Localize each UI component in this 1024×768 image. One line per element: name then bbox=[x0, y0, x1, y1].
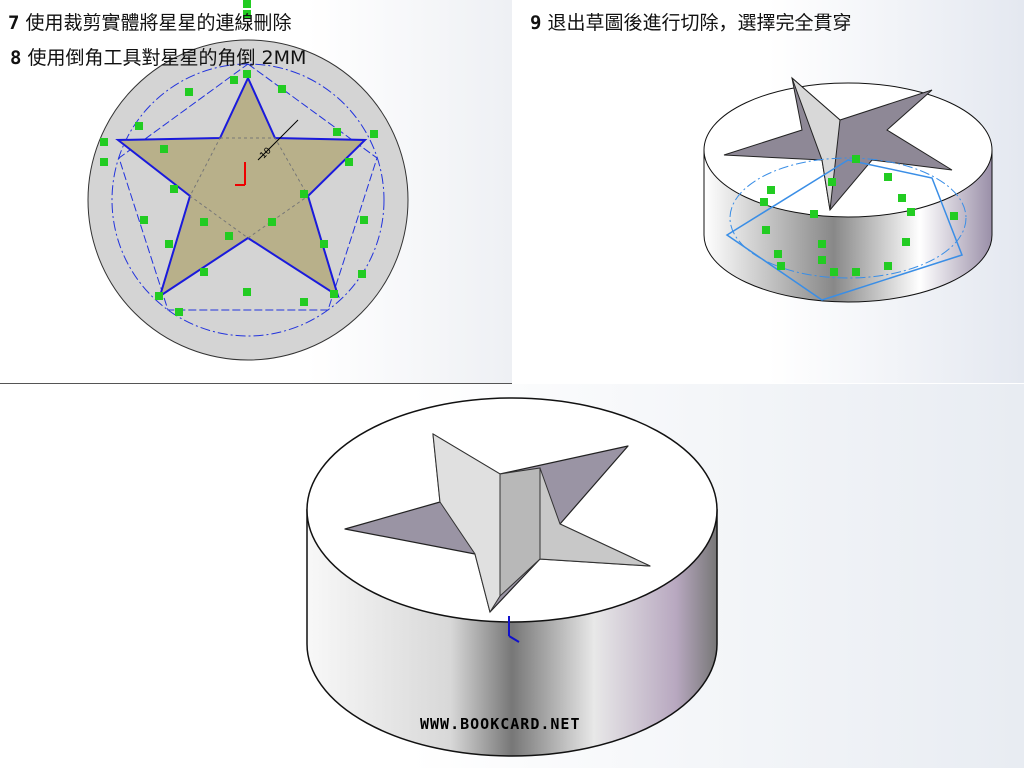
inner-pentagon bbox=[189, 137, 309, 239]
dimension-line bbox=[257, 119, 299, 161]
star-cut-preview bbox=[723, 76, 953, 212]
sketch-circle-preview bbox=[729, 157, 967, 279]
step-number: 8 bbox=[10, 47, 22, 69]
step-text: 使用裁剪實體將星星的連線刪除 bbox=[25, 12, 292, 34]
step-number: 7 bbox=[8, 12, 20, 34]
relation-badges-preview bbox=[760, 155, 958, 276]
construction-circle bbox=[111, 63, 385, 337]
cut-preview-view bbox=[703, 76, 993, 303]
step-text: 使用倒角工具對星星的角倒 2MM bbox=[27, 47, 307, 69]
star-wall-right bbox=[539, 467, 651, 567]
step-number: 9 bbox=[530, 12, 542, 34]
step-text: 退出草圖後進行切除，選擇完全貫穿 bbox=[547, 12, 852, 34]
sketch-star-preview bbox=[725, 159, 963, 301]
relation-badges bbox=[100, 0, 378, 316]
final-model-view bbox=[306, 397, 718, 757]
watermark: WWW.BOOKCARD.NET bbox=[420, 715, 581, 733]
final-result-panel: WWW.BOOKCARD.NET bbox=[0, 384, 1024, 768]
star-wall bbox=[791, 77, 841, 211]
sketch-view: 10 bbox=[87, 0, 409, 361]
origin-x-axis bbox=[508, 635, 520, 643]
